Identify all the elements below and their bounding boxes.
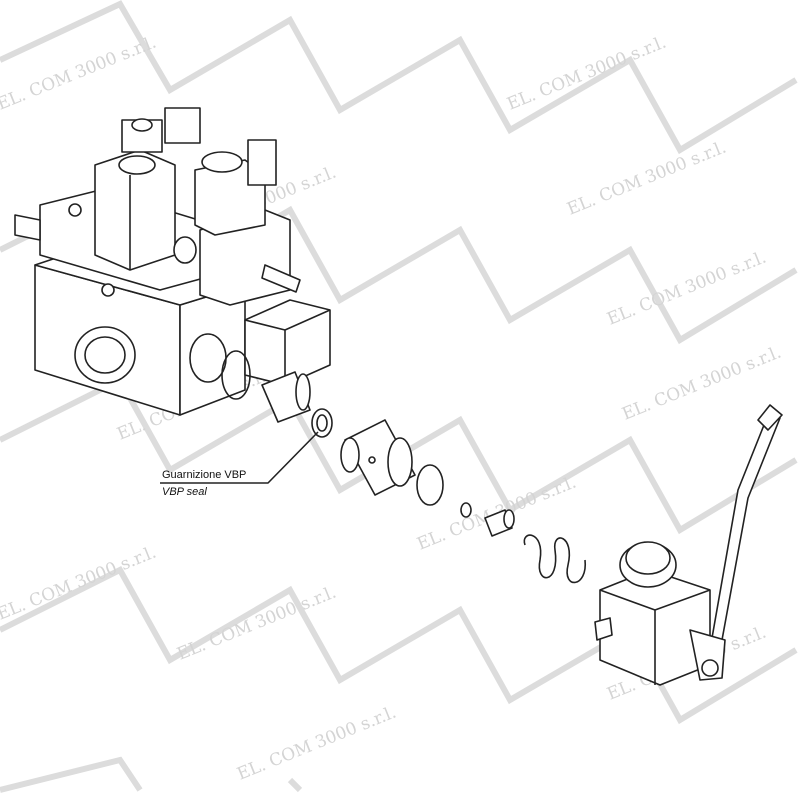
o-ring-small	[460, 502, 472, 518]
hand-pump	[594, 404, 783, 686]
callout-label-italian: Guarnizione VBP	[162, 469, 247, 481]
vbp-seal	[311, 408, 333, 438]
svg-text:EL. COM 3000 s.r.l.: EL. COM 3000 s.r.l.	[504, 33, 669, 115]
o-ring-large	[221, 350, 251, 400]
callout-label-english: VBP seal	[162, 486, 207, 498]
svg-text:EL. COM 3000 s.r.l.: EL. COM 3000 s.r.l.	[0, 543, 159, 625]
o-ring-medium	[416, 464, 444, 506]
svg-text:EL. COM 3000 s.r.l.: EL. COM 3000 s.r.l.	[564, 138, 729, 220]
svg-text:EL. COM 3000 s.r.l.: EL. COM 3000 s.r.l.	[619, 343, 784, 425]
spring	[523, 534, 586, 584]
piston	[340, 419, 416, 496]
svg-text:EL. COM 3000 s.r.l.: EL. COM 3000 s.r.l.	[234, 703, 399, 785]
svg-text:EL. COM 3000 s.r.l.: EL. COM 3000 s.r.l.	[174, 583, 339, 665]
valve-block	[14, 107, 331, 416]
svg-text:EL. COM 3000 s.r.l.: EL. COM 3000 s.r.l.	[604, 248, 769, 330]
callout-leader	[160, 431, 319, 484]
screw	[484, 509, 515, 537]
cartridge-sleeve	[261, 371, 311, 423]
svg-text:EL. COM 3000 s.r.l.: EL. COM 3000 s.r.l.	[0, 33, 159, 115]
